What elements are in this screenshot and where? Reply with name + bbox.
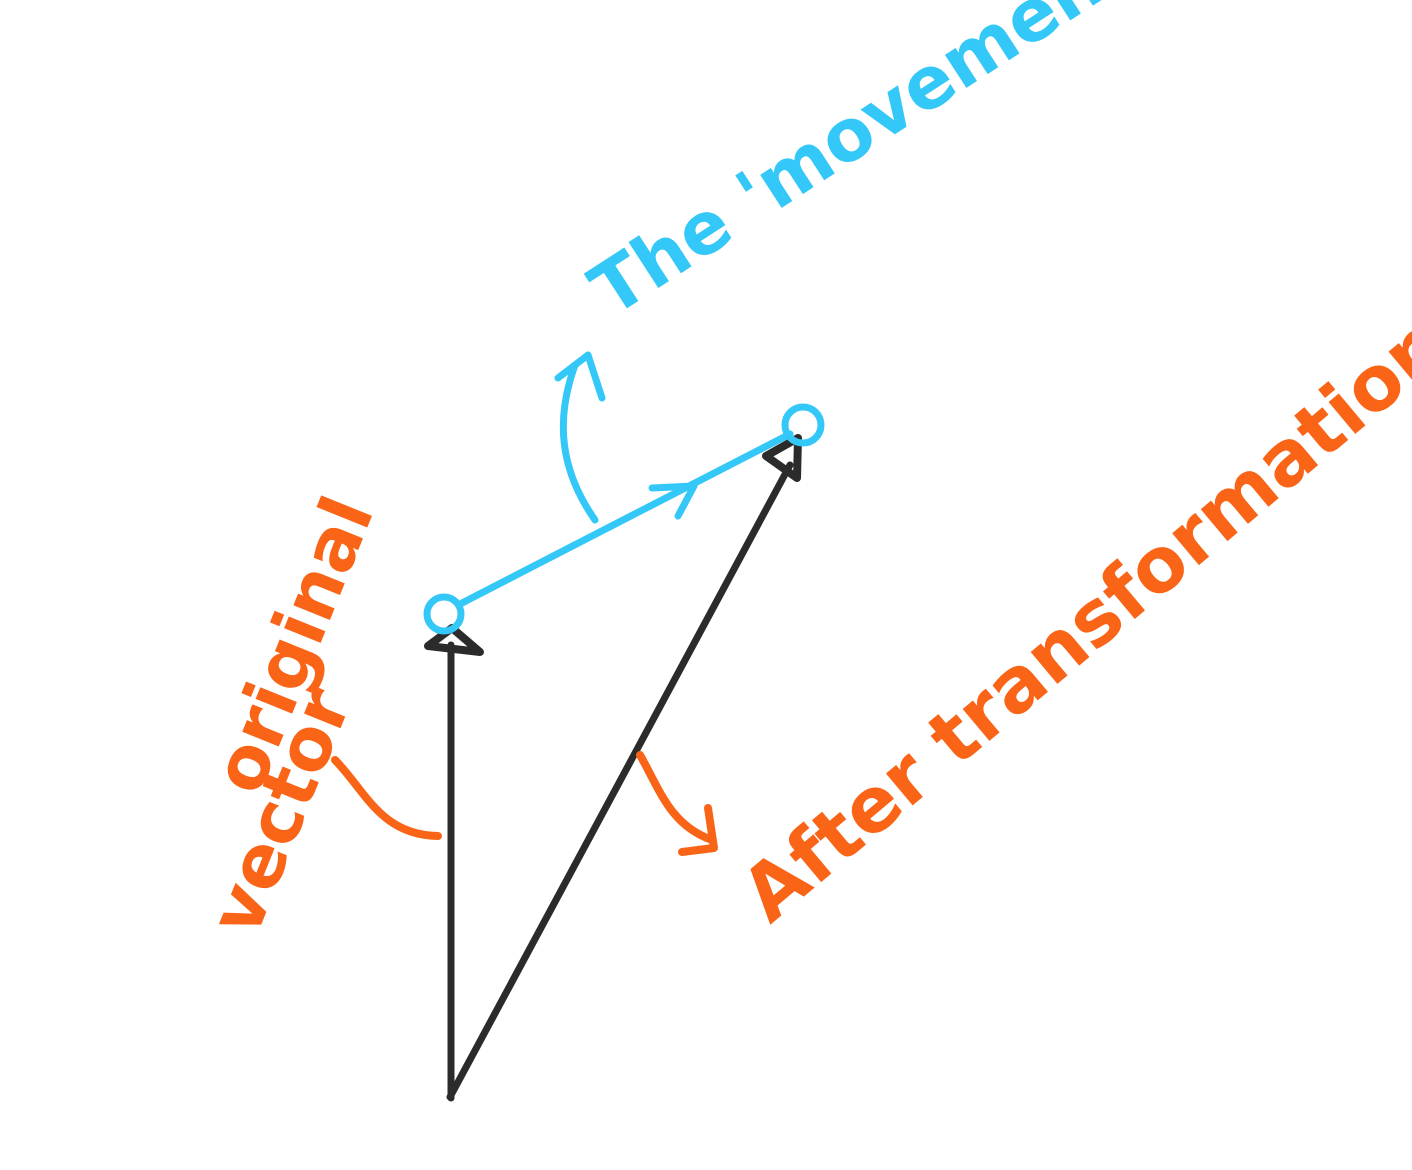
movement-pointer-arrow <box>559 361 599 524</box>
transformed-vector <box>446 434 802 1101</box>
after-pointer-curve <box>636 751 716 844</box>
after-label: After transformation <box>724 298 1412 938</box>
movement-label: The 'movement' <box>576 0 1165 332</box>
movement-end-circle <box>781 403 825 447</box>
movement-vector <box>423 351 825 635</box>
original-pointer <box>331 756 442 840</box>
transformed-vector-shaft <box>446 461 794 1101</box>
movement-arrowhead <box>648 482 698 520</box>
after-pointer-arrowhead <box>678 804 718 856</box>
original-vector <box>424 624 484 1102</box>
movement-pointer-arrowhead <box>554 351 606 402</box>
movement-vector-shaft <box>458 430 794 607</box>
movement-start-circle <box>423 593 465 635</box>
original-pointer-curve <box>331 756 442 840</box>
transformed-vector-arrowhead <box>762 434 802 482</box>
after-pointer <box>636 751 718 856</box>
original-vector-arrowhead <box>424 624 484 656</box>
